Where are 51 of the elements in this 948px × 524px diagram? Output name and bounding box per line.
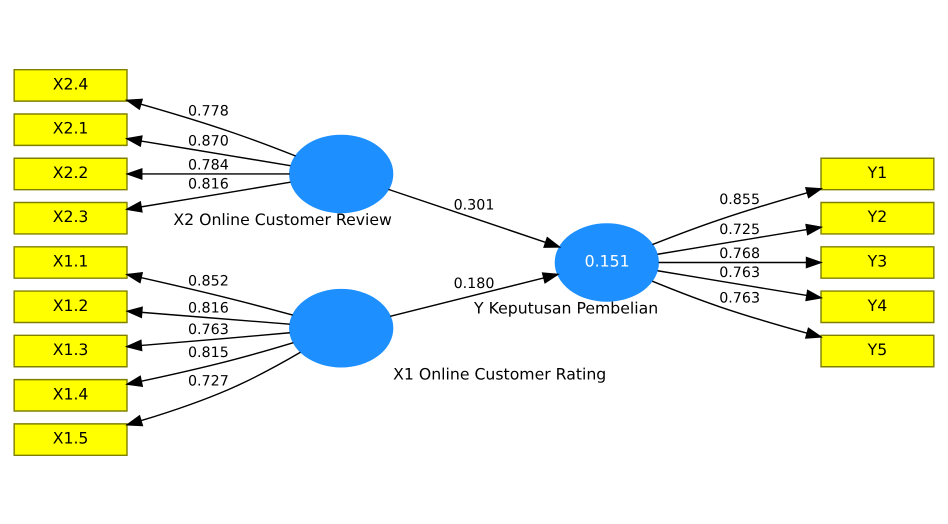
node-box: X1.1: [13, 246, 128, 278]
node-box: X1.3: [13, 334, 128, 367]
arrow: [125, 306, 290, 324]
edge-label: 0.852: [188, 272, 229, 289]
arrow: [657, 223, 824, 254]
arrow: [658, 256, 823, 268]
node-box: X2.2: [13, 157, 128, 190]
node-label: X1 Online Customer Rating: [393, 364, 606, 383]
edge-label: 0.870: [188, 132, 229, 149]
node-box: Y5: [820, 334, 935, 367]
arrow: [124, 181, 291, 212]
arrow: [125, 167, 290, 180]
arrow: [124, 134, 291, 166]
node-label: X2 Online Customer Review: [173, 210, 392, 229]
edge-label: 0.763: [188, 321, 229, 338]
edge-label: 0.815: [188, 344, 229, 360]
node-box: X1.2: [13, 290, 128, 323]
node-box: Y3: [820, 246, 935, 278]
node-circle: [289, 134, 394, 213]
node-box: X1.4: [13, 378, 128, 412]
edge-label: 0.816: [188, 176, 229, 192]
node-box: X1.5: [13, 422, 128, 456]
node-box: X2.1: [13, 112, 128, 146]
edge-label: 0.778: [188, 102, 229, 119]
node-box: Y2: [820, 201, 935, 234]
arrow: [657, 270, 824, 301]
edge-label: 0.727: [188, 372, 229, 389]
node-box: Y4: [820, 290, 935, 323]
arrow: [652, 186, 824, 245]
edge-label: 0.855: [719, 191, 760, 208]
arrow: [390, 272, 560, 316]
node-box: X2.4: [13, 68, 128, 102]
edge-label: 0.784: [188, 157, 229, 174]
edge-label: 0.763: [719, 290, 760, 306]
edge-label: 0.763: [719, 264, 760, 280]
arrow: [652, 280, 824, 338]
arrow: [125, 271, 293, 316]
edge-label: 0.768: [719, 246, 760, 262]
arrow: [124, 98, 296, 156]
edge-label: 0.816: [188, 300, 229, 316]
node-ellipse: 0.151: [554, 222, 659, 302]
arrow: [124, 332, 290, 351]
edge-label: 0.180: [454, 276, 494, 292]
edge-label: 0.725: [719, 221, 760, 238]
node-circle: [289, 288, 394, 367]
arrow: [125, 351, 301, 426]
arrow: [125, 341, 294, 386]
arrow: [388, 188, 562, 248]
node-box: Y1: [820, 157, 935, 190]
edge-label: 0.301: [454, 197, 494, 214]
node-box: X2.3: [13, 201, 128, 234]
